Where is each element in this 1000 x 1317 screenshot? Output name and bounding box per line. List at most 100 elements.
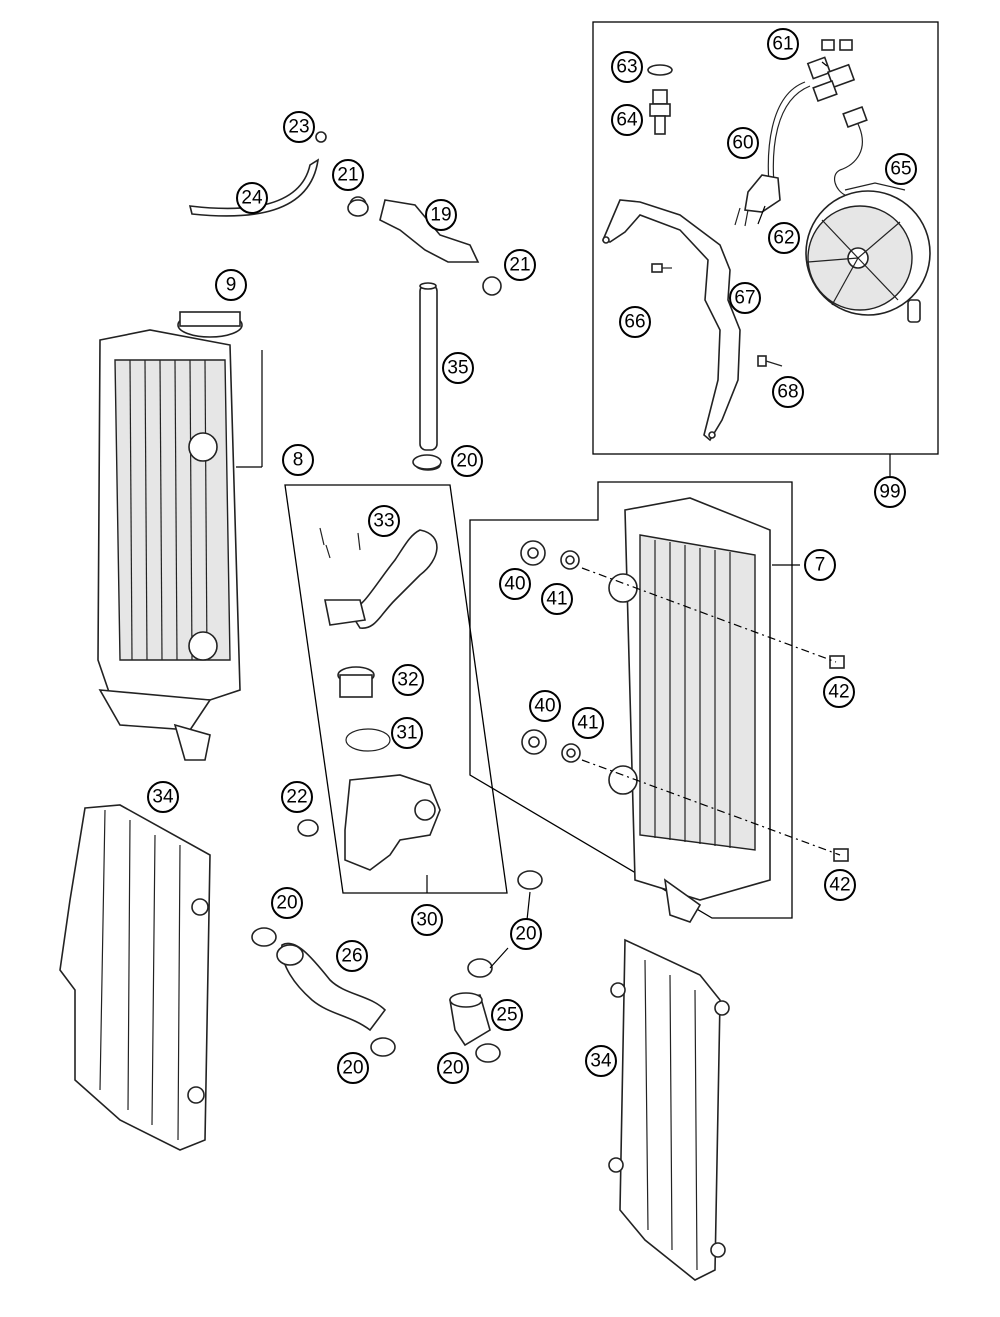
- left-radiator-spoiler: [59, 804, 211, 1151]
- callout-label: 64: [616, 110, 638, 131]
- callout-33: 33: [368, 505, 400, 537]
- callout-label: 20: [442, 1058, 463, 1079]
- callout-21-upper: 21: [332, 159, 364, 191]
- callout-label: 20: [515, 924, 536, 945]
- callout-19: 19: [425, 199, 457, 231]
- callout-label: 20: [342, 1058, 363, 1079]
- callout-20-bottom: 20: [437, 1052, 469, 1084]
- radiator-cap: [177, 311, 243, 338]
- callout-20-left-lower: 20: [337, 1052, 369, 1084]
- callout-label: 7: [815, 555, 826, 576]
- callout-24: 24: [236, 182, 268, 214]
- callout-label: 63: [616, 57, 637, 78]
- callout-label: 99: [879, 482, 900, 503]
- hose-clamp-pipe: [412, 454, 442, 470]
- callout-label: 40: [504, 574, 525, 595]
- callout-68: 68: [772, 376, 804, 408]
- callout-64: 64: [611, 104, 643, 136]
- callout-label: 21: [509, 255, 530, 276]
- fan-assembly: [805, 182, 931, 323]
- callout-label: 34: [152, 787, 174, 808]
- right-radiator-group-box: [469, 481, 793, 919]
- rubber-grommet-upper: [520, 540, 546, 566]
- callout-30: 30: [411, 904, 443, 936]
- callout-66: 66: [619, 306, 651, 338]
- hose-clamp-mid: [467, 958, 493, 978]
- callout-25: 25: [491, 999, 523, 1031]
- washer-upper: [560, 550, 580, 570]
- fan-bolt: [757, 355, 783, 367]
- callout-label: 67: [734, 288, 755, 309]
- callout-label: 41: [577, 713, 598, 734]
- callout-65: 65: [885, 153, 917, 185]
- fan-mounting-bracket: [601, 199, 741, 442]
- callout-40-lower: 40: [529, 690, 561, 722]
- callout-42-lower: 42: [824, 869, 856, 901]
- callout-label: 40: [534, 696, 555, 717]
- fan-kit-group-box: [592, 21, 939, 455]
- hose-clamp-top: [517, 870, 543, 890]
- callout-34-right: 34: [585, 1045, 617, 1077]
- hose-clamp-21a: [347, 199, 369, 217]
- left-radiator: [97, 329, 241, 761]
- callout-label: 20: [456, 451, 477, 472]
- cable-bracket: [734, 174, 781, 227]
- callout-label: 24: [241, 188, 263, 209]
- callout-22: 22: [281, 781, 313, 813]
- callout-label: 25: [496, 1005, 517, 1026]
- callout-23: 23: [283, 111, 315, 143]
- callout-8: 8: [282, 444, 314, 476]
- callout-label: 30: [416, 910, 437, 931]
- callout-label: 31: [396, 723, 417, 744]
- callout-21-lower: 21: [504, 249, 536, 281]
- callout-20-pipe: 20: [451, 445, 483, 477]
- callout-label: 41: [546, 589, 567, 610]
- thermostat-group-box: [284, 484, 508, 894]
- callout-label: 65: [890, 159, 911, 180]
- callout-41-upper: 41: [541, 583, 573, 615]
- hose-clamp-upper-left: [251, 927, 277, 947]
- callout-label: 35: [447, 358, 468, 379]
- thermostat-hose: [324, 529, 438, 629]
- callout-63: 63: [611, 51, 643, 83]
- thermostat: [337, 666, 375, 698]
- callout-label: 9: [226, 275, 237, 296]
- callout-label: 42: [828, 682, 849, 703]
- callout-label: 34: [590, 1051, 612, 1072]
- callout-label: 23: [288, 117, 309, 138]
- callout-label: 42: [829, 875, 850, 896]
- mounting-bolt-lower: [833, 848, 849, 862]
- right-radiator: [608, 497, 771, 923]
- callout-label: 32: [397, 670, 418, 691]
- callout-34-left: 34: [147, 781, 179, 813]
- radiator-hose: [276, 942, 387, 1032]
- callout-41-lower: 41: [572, 707, 604, 739]
- thermostat-screws: [319, 527, 361, 559]
- callout-7: 7: [804, 549, 836, 581]
- callout-62: 62: [768, 222, 800, 254]
- callout-35: 35: [442, 352, 474, 384]
- callout-67: 67: [729, 282, 761, 314]
- callout-60: 60: [727, 127, 759, 159]
- callout-label: 61: [772, 34, 793, 55]
- hose-25: [449, 992, 491, 1047]
- mounting-bolt-upper: [829, 655, 845, 669]
- callout-9: 9: [215, 269, 247, 301]
- hose-clamp-low: [475, 1043, 501, 1063]
- callout-label: 60: [732, 133, 753, 154]
- callout-label: 66: [624, 312, 645, 333]
- callout-label: 21: [337, 165, 358, 186]
- right-radiator-spoiler: [608, 938, 730, 1281]
- callout-label: 22: [286, 787, 307, 808]
- thermostat-housing: [344, 774, 441, 871]
- callout-40-upper: 40: [499, 568, 531, 600]
- callout-31: 31: [391, 717, 423, 749]
- washer-lower: [561, 743, 581, 763]
- callout-99: 99: [874, 476, 906, 508]
- callout-label: 68: [777, 382, 798, 403]
- callout-42-upper: 42: [823, 676, 855, 708]
- fan-wiring-harness: [767, 39, 868, 196]
- callout-26: 26: [336, 940, 368, 972]
- hose-clamp-22: [297, 819, 319, 837]
